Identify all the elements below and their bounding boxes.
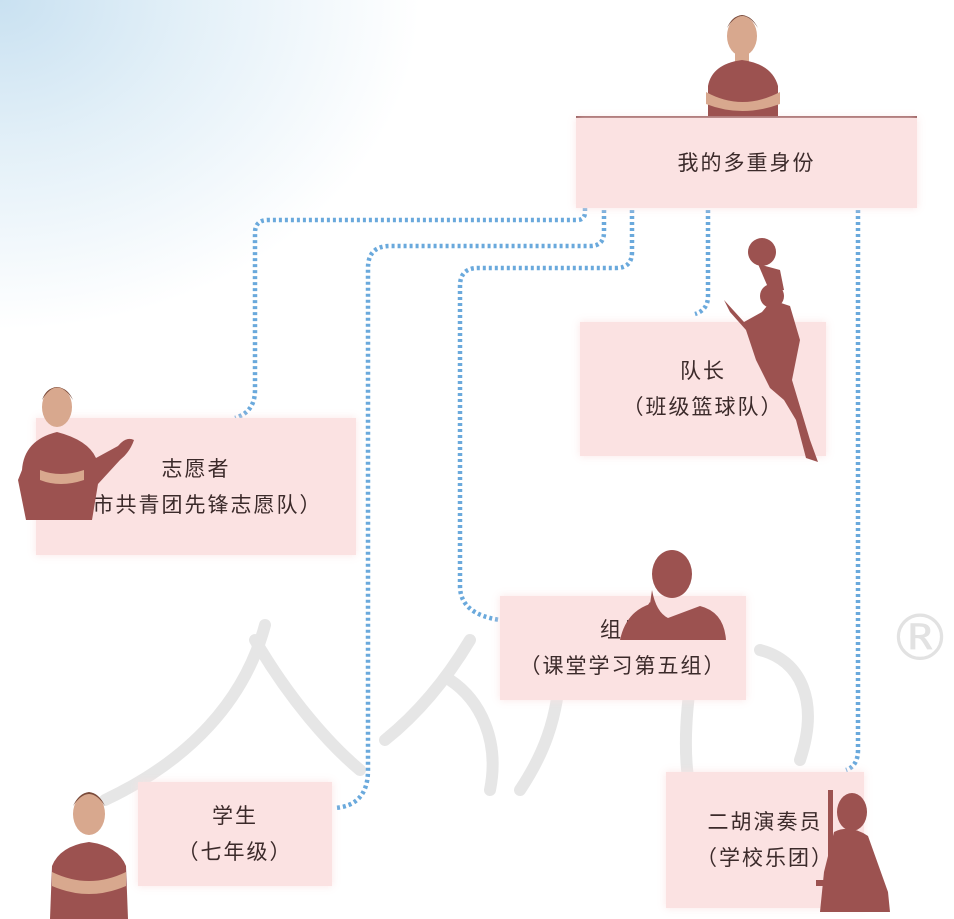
role-subtitle: （课堂学习第五组） bbox=[519, 654, 727, 678]
role-subtitle: （七年级） bbox=[177, 840, 293, 864]
role-student: 学生 （七年级） bbox=[138, 782, 332, 886]
role-subtitle: （班级篮球队） bbox=[622, 395, 784, 419]
registered-mark: ® bbox=[888, 602, 952, 676]
connector-erhu bbox=[845, 210, 861, 773]
root-title: 我的多重身份 bbox=[677, 151, 816, 175]
role-title: 学生 bbox=[212, 804, 258, 828]
role-title: 二胡演奏员 bbox=[707, 810, 823, 834]
connector-student bbox=[333, 210, 607, 811]
role-group-member: 组员 （课堂学习第五组） bbox=[500, 596, 746, 700]
person-volunteer-icon bbox=[18, 387, 134, 520]
person-arms-crossed-icon bbox=[706, 15, 780, 116]
person-student-icon bbox=[50, 792, 128, 919]
basketball-player-icon bbox=[724, 238, 818, 462]
person-thinking-icon bbox=[620, 550, 726, 640]
erhu-player-icon bbox=[816, 790, 890, 912]
role-subtitle: （市共青团先锋志愿队） bbox=[69, 492, 323, 517]
root-node: 我的多重身份 bbox=[576, 118, 917, 208]
role-subtitle: （学校乐团） bbox=[696, 846, 834, 870]
connector-captain bbox=[694, 210, 711, 317]
role-title: 队长 bbox=[680, 359, 726, 383]
role-volunteer: 志愿者 （市共青团先锋志愿队） bbox=[36, 418, 356, 555]
role-title: 志愿者 bbox=[161, 456, 231, 481]
connector-member bbox=[457, 210, 635, 623]
